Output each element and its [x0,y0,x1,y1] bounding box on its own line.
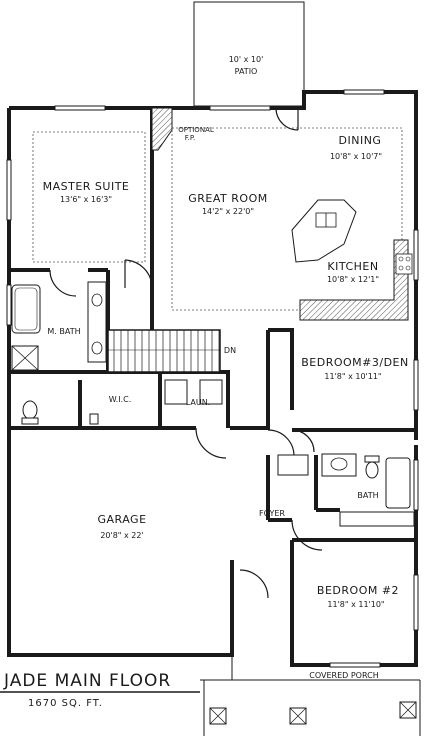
bath-fixtures [11,281,411,509]
plan-square-footage: 1670 SQ. FT. [28,698,103,709]
great-room-dims: 14'2" x 22'0" [202,207,254,216]
kitchen-counters [291,199,413,321]
m-bath-label: M. BATH [47,327,80,336]
doors [49,107,415,599]
kitchen-label: KITCHEN [327,260,378,273]
fireplace-note-2: F.P. [185,134,195,142]
room-labels: 10' x 10' PATIO MASTER SUITE 13'6" x 16'… [43,55,409,680]
ceiling-outlines [32,127,403,311]
kitchen-dims: 10'8" x 12'1" [327,275,379,284]
plan-title: JADE MAIN FLOOR [3,671,171,691]
dining-label: DINING [339,134,382,147]
windows [6,89,419,668]
patio-label: PATIO [235,67,258,76]
master-suite-label: MASTER SUITE [43,180,130,193]
garage-dims: 20'8" x 22' [100,531,143,540]
garage-label: GARAGE [97,513,146,526]
covered-porch-label: COVERED PORCH [309,671,378,680]
stair-dn-label: DN [224,346,236,355]
great-room-label: GREAT ROOM [188,192,267,205]
bath-label: BATH [357,491,378,500]
bedroom3-dims: 11'8" x 10'11" [324,372,381,381]
wic-label: W.I.C. [109,395,132,404]
laundry-label: LAUN. [186,398,211,407]
stairs [107,329,221,373]
patio [193,1,305,107]
foyer-label: FOYER [259,509,285,518]
fireplace-note-1: OPTIONAL [178,126,214,134]
dining-dims: 10'8" x 10'7" [330,152,382,161]
fireplace [151,107,173,151]
bedroom2-label: BEDROOM #2 [317,584,399,597]
master-suite-dims: 13'6" x 16'3" [60,195,112,204]
patio-dims: 10' x 10' [229,55,264,64]
bedroom2-dims: 11'8" x 11'10" [327,600,384,609]
bedroom3-label: BEDROOM#3/DEN [301,356,409,369]
porch [200,600,421,736]
